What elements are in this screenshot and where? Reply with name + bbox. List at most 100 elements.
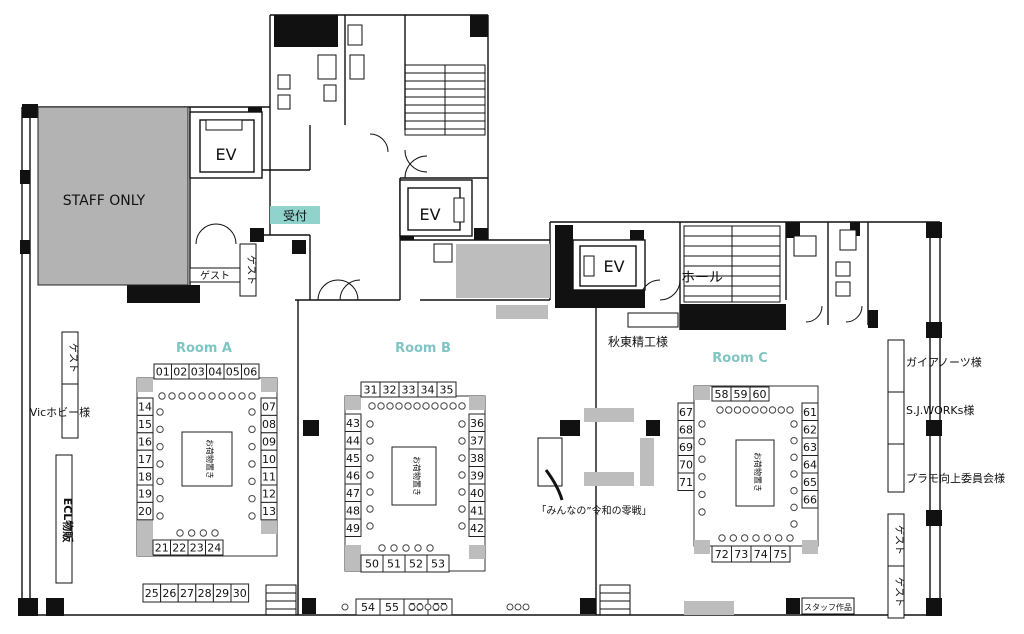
table-number: 43 xyxy=(346,417,360,430)
table-number: 46 xyxy=(346,469,360,482)
seat xyxy=(366,471,374,479)
table-number: 42 xyxy=(470,522,484,535)
seat xyxy=(458,402,466,410)
table-number: 23 xyxy=(190,542,204,555)
table-number: 75 xyxy=(773,548,787,561)
table-number: 64 xyxy=(803,458,817,471)
seat xyxy=(458,505,466,513)
reiwa-label: 「みんなの”令和の零戦」 xyxy=(536,504,651,517)
seat xyxy=(740,534,749,542)
table-number: 30 xyxy=(233,587,247,600)
table-number: 73 xyxy=(734,548,748,561)
seat xyxy=(733,406,742,414)
seat xyxy=(760,406,768,414)
seat xyxy=(386,402,394,410)
table-number: 58 xyxy=(715,388,729,401)
table-number: 59 xyxy=(734,388,748,401)
table-number: 29 xyxy=(215,587,229,600)
reiwa-screen xyxy=(584,408,634,422)
seat xyxy=(158,392,166,400)
seat xyxy=(404,402,412,410)
table-number: 68 xyxy=(679,423,693,436)
seat xyxy=(168,392,176,400)
seat xyxy=(366,454,374,462)
storage-area xyxy=(456,244,550,298)
seat xyxy=(366,505,374,513)
table-number: 45 xyxy=(346,452,360,465)
seat xyxy=(176,529,184,537)
table-number: 66 xyxy=(803,493,817,506)
seat xyxy=(368,402,376,410)
guest-label: ゲスト xyxy=(893,525,905,555)
sj-label: S.J.WORKs様 xyxy=(906,403,974,417)
table-number: 17 xyxy=(138,453,152,466)
seat xyxy=(366,437,374,445)
table-number: 69 xyxy=(679,441,693,454)
seat xyxy=(248,442,256,451)
seat xyxy=(422,402,430,410)
hall-label: ホール xyxy=(681,270,723,286)
table-cell xyxy=(749,386,770,402)
seat xyxy=(402,544,410,552)
seat xyxy=(198,392,206,400)
table-number: 05 xyxy=(226,366,240,379)
seat xyxy=(156,494,164,503)
bottom-dots xyxy=(341,603,530,611)
vic-booth xyxy=(61,383,79,439)
table-number: 15 xyxy=(138,418,152,431)
table-cell xyxy=(770,545,791,563)
ev-label: EV xyxy=(419,205,440,224)
table-cell xyxy=(801,490,819,509)
table-number: 47 xyxy=(346,487,360,500)
seat xyxy=(729,534,738,542)
seat xyxy=(248,494,256,503)
seat xyxy=(156,460,164,468)
plamo-label: プラモ向上委員会様 xyxy=(906,471,1005,485)
guest-label: ゲスト xyxy=(200,270,230,282)
table-number: 51 xyxy=(387,558,401,571)
ecl-booth xyxy=(55,454,73,584)
gaia-label: ガイアノーツ様 xyxy=(906,355,982,369)
seat xyxy=(187,529,196,537)
seat xyxy=(698,473,706,481)
seat xyxy=(774,534,783,542)
seat xyxy=(395,402,403,410)
table-number: 70 xyxy=(679,458,693,471)
seat xyxy=(228,392,236,400)
table-number: 25 xyxy=(145,587,159,600)
seat xyxy=(156,512,164,520)
seat xyxy=(790,436,798,445)
seat xyxy=(431,402,439,410)
seat xyxy=(763,534,772,542)
seat xyxy=(156,477,164,486)
seat xyxy=(238,392,246,400)
seat xyxy=(413,402,421,410)
table-number: 54 xyxy=(361,601,375,614)
room-c-label: Room C xyxy=(712,351,768,366)
seat xyxy=(248,512,256,520)
seat xyxy=(188,392,196,400)
seat xyxy=(698,437,706,446)
reception-label: 受付 xyxy=(283,209,307,223)
table-number: 65 xyxy=(803,476,817,489)
table-number: 31 xyxy=(364,384,378,397)
table-cell xyxy=(230,583,250,603)
seat xyxy=(752,534,760,542)
table-number: 19 xyxy=(138,488,152,501)
vic-label: Vicホビー様 xyxy=(30,405,90,419)
luggage-label: お荷物置き xyxy=(412,456,422,496)
table-cell xyxy=(426,554,450,573)
seat xyxy=(786,406,794,414)
seat xyxy=(698,490,706,499)
table-number: 37 xyxy=(470,434,484,447)
seat xyxy=(366,522,374,530)
restroom-fixtures xyxy=(205,24,857,297)
seat xyxy=(790,453,798,462)
table-number: 02 xyxy=(173,366,187,379)
table-cell xyxy=(241,363,260,380)
seat xyxy=(178,392,186,400)
table-number: 41 xyxy=(470,504,484,517)
guest-label: ゲスト xyxy=(893,577,905,607)
